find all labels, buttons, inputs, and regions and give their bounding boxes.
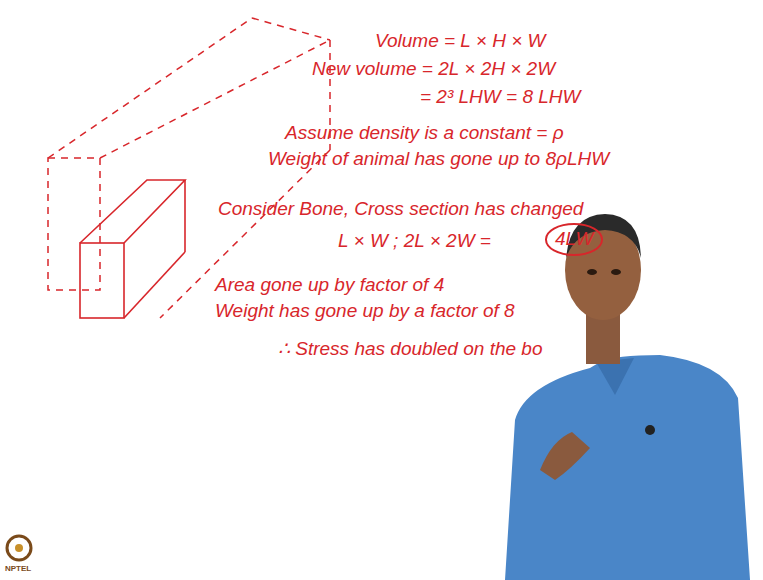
- new-volume-formula: New volume = 2L × 2H × 2W: [312, 58, 555, 81]
- bone-note: Consider Bone, Cross section has changed: [218, 198, 583, 221]
- presenter: [505, 214, 750, 580]
- conclusion-note: ∴ Stress has doubled on the bo: [278, 338, 542, 361]
- volume-formula: Volume = L × H × W: [375, 30, 546, 53]
- bone-box: [80, 180, 185, 318]
- cross-section-formula: L × W ; 2L × 2W =: [338, 230, 491, 253]
- logo-text: NPTEL: [5, 564, 31, 574]
- weight-note: Weight of animal has gone up to 8ρLHW: [268, 148, 609, 171]
- area-result: 4LW: [545, 223, 603, 256]
- area-note: Area gone up by factor of 4: [215, 274, 444, 297]
- nptel-logo: [7, 536, 31, 560]
- volume-result: = 2³ LHW = 8 LHW: [420, 86, 581, 109]
- density-note: Assume density is a constant = ρ: [285, 122, 564, 145]
- weight-factor-note: Weight has gone up by a factor of 8: [215, 300, 515, 323]
